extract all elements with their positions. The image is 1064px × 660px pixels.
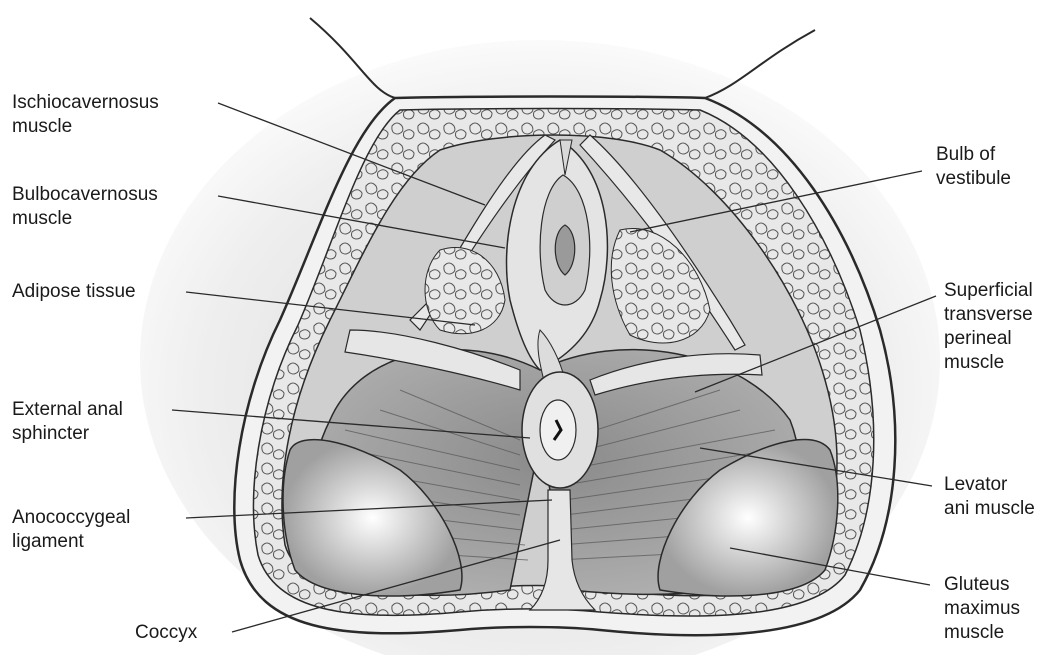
label-bulbocavernosus-muscle: Bulbocavernosus muscle: [12, 183, 158, 231]
label-line: transverse: [944, 303, 1033, 327]
label-coccyx: Coccyx: [135, 621, 197, 645]
label-line: muscle: [12, 207, 158, 231]
label-anococcygeal-ligament: Anococcygeal ligament: [12, 506, 130, 554]
label-ischiocavernosus-muscle: Ischiocavernosus muscle: [12, 91, 159, 139]
label-line: Adipose tissue: [12, 280, 136, 304]
label-line: muscle: [944, 621, 1020, 645]
label-external-anal-sphincter: External anal sphincter: [12, 398, 123, 446]
label-line: Ischiocavernosus: [12, 91, 159, 115]
label-levator-ani-muscle: Levator ani muscle: [944, 473, 1035, 521]
label-line: Levator: [944, 473, 1035, 497]
label-line: muscle: [12, 115, 159, 139]
label-superficial-transverse-perineal-muscle: Superficial transverse perineal muscle: [944, 279, 1033, 375]
label-line: Bulb of: [936, 143, 1011, 167]
label-line: External anal: [12, 398, 123, 422]
label-line: Bulbocavernosus: [12, 183, 158, 207]
label-line: Superficial: [944, 279, 1033, 303]
label-gluteus-maximus-muscle: Gluteus maximus muscle: [944, 573, 1020, 645]
label-bulb-of-vestibule: Bulb of vestibule: [936, 143, 1011, 191]
label-line: vestibule: [936, 167, 1011, 191]
label-line: Coccyx: [135, 621, 197, 645]
label-line: ligament: [12, 530, 130, 554]
label-line: muscle: [944, 351, 1033, 375]
label-adipose-tissue: Adipose tissue: [12, 280, 136, 304]
label-line: maximus: [944, 597, 1020, 621]
anal-opening: [540, 400, 576, 460]
label-line: Anococcygeal: [12, 506, 130, 530]
label-line: sphincter: [12, 422, 123, 446]
label-line: ani muscle: [944, 497, 1035, 521]
label-line: Gluteus: [944, 573, 1020, 597]
label-line: perineal: [944, 327, 1033, 351]
